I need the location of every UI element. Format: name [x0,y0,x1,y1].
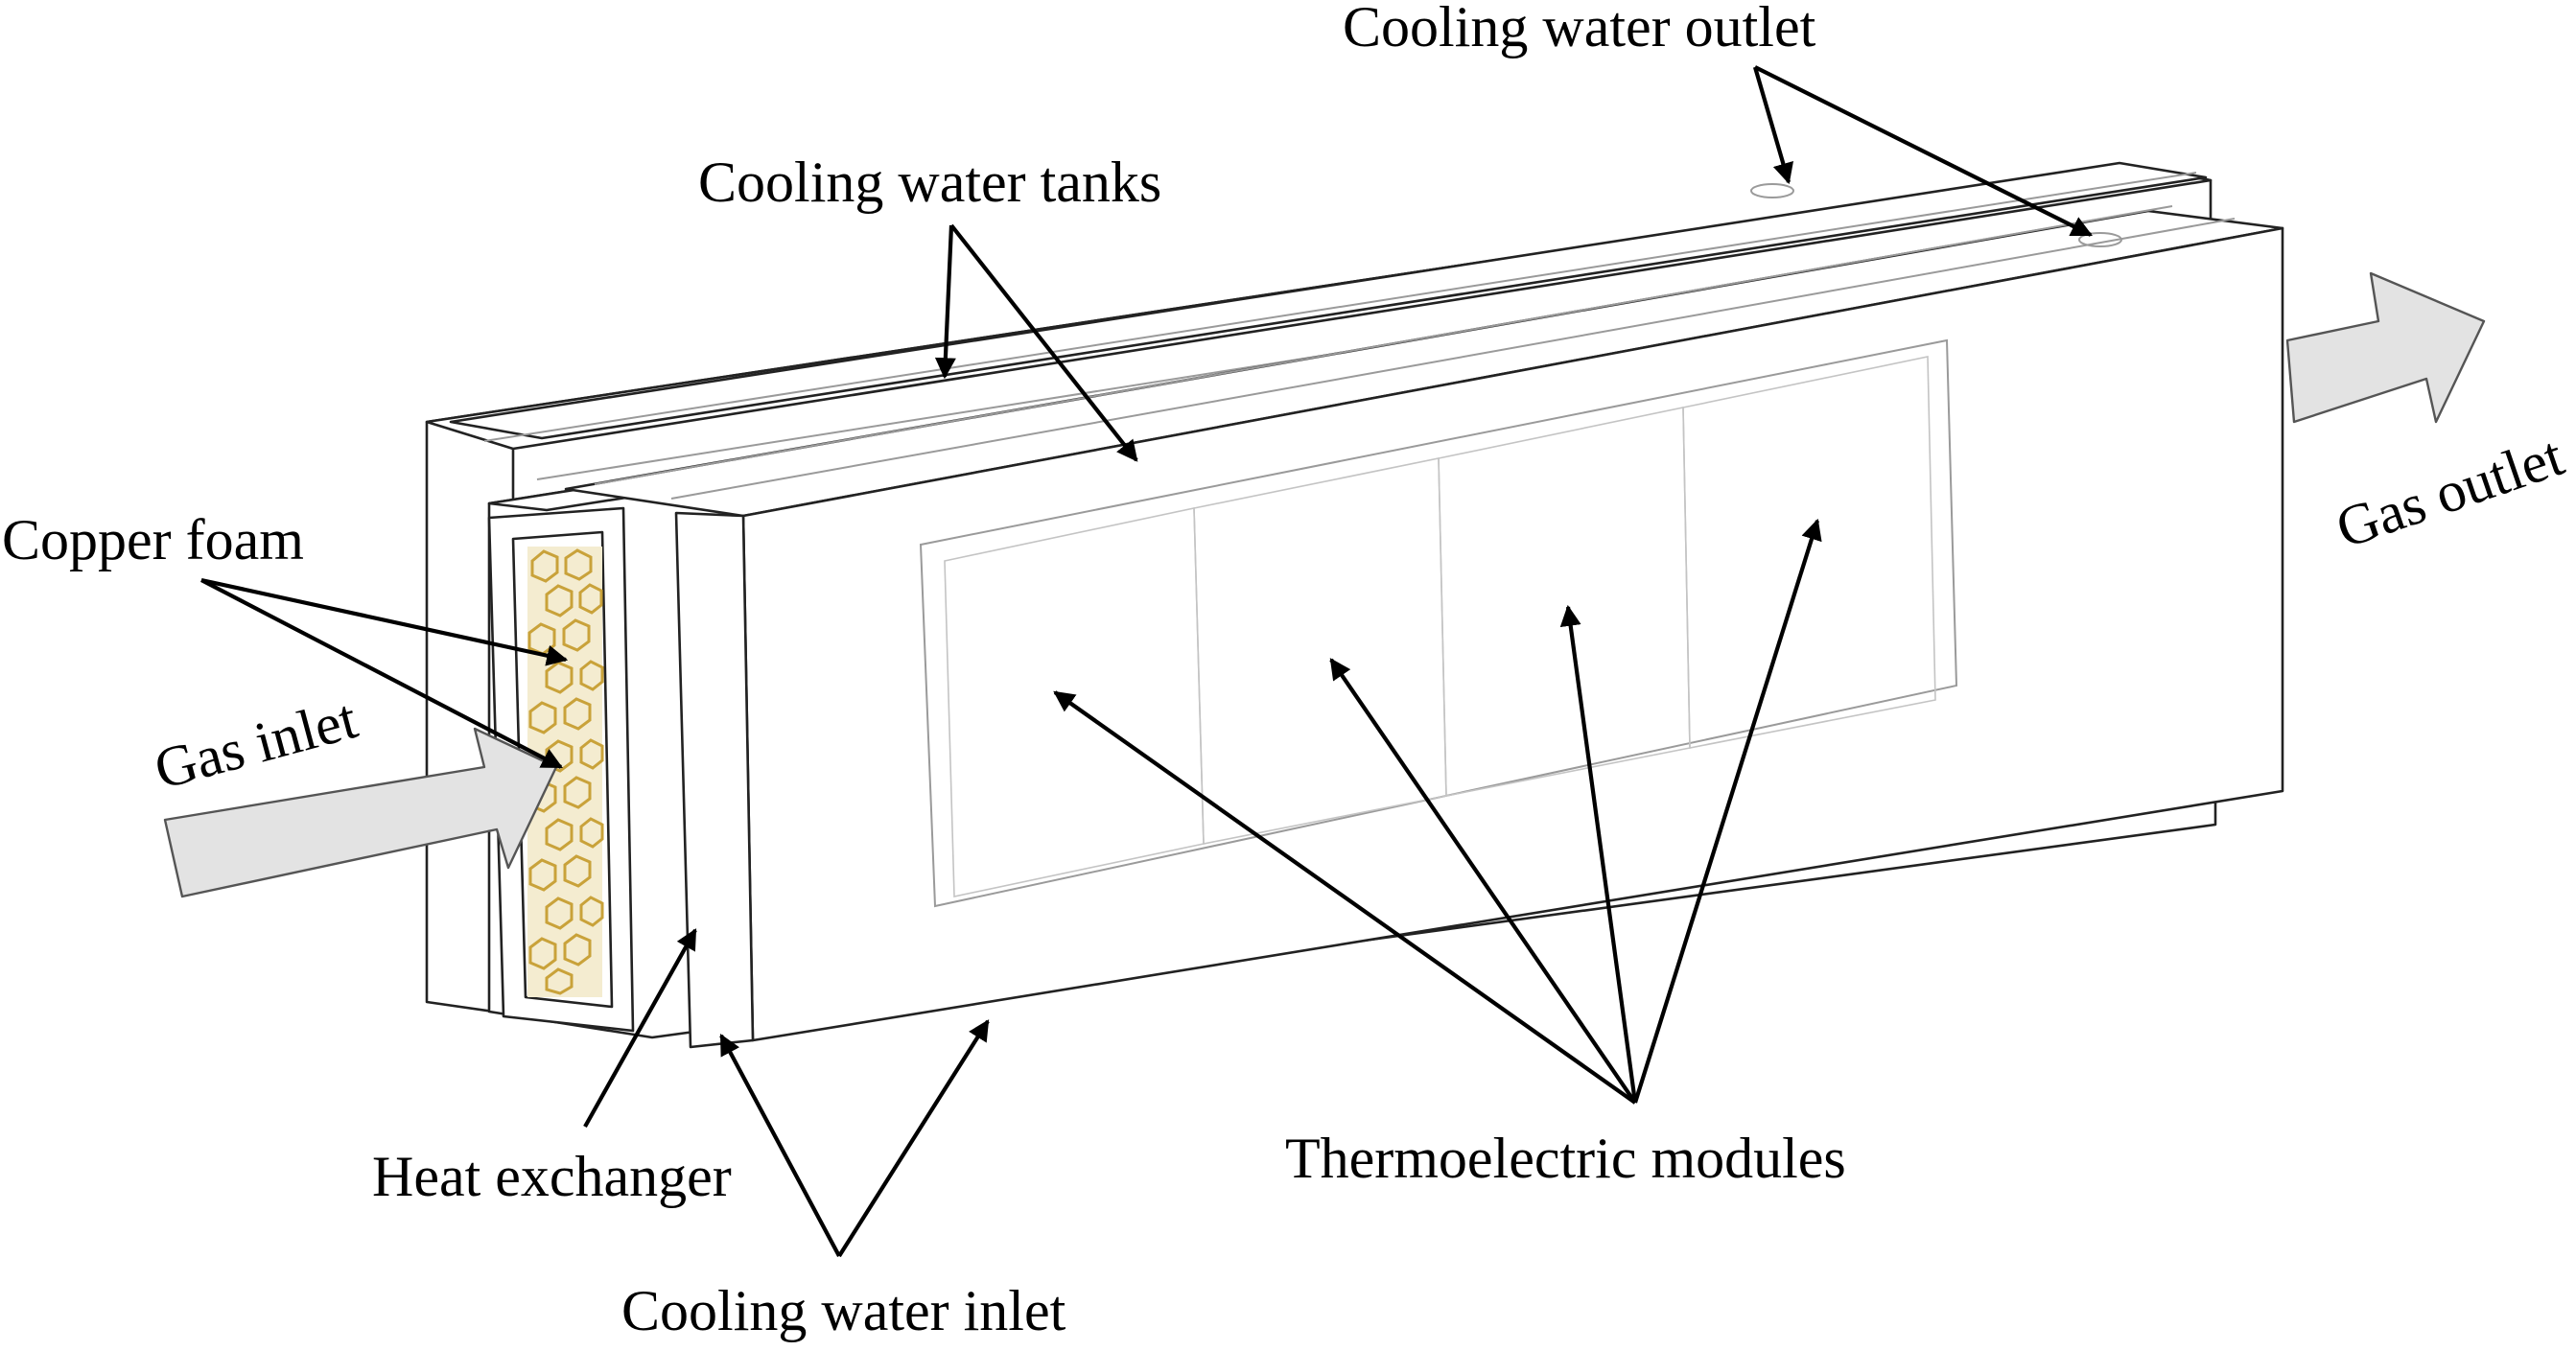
leader-cooling-water-inlet-2 [837,1019,990,1258]
label-heat-exchanger: Heat exchanger [372,1145,732,1208]
label-gas-outlet: Gas outlet [2329,424,2571,560]
upper-tank-band [449,161,2208,442]
label-cooling-water-tanks: Cooling water tanks [698,151,1161,214]
leader-thermoelectric-1 [1053,690,1637,1105]
leader-thermoelectric-3 [1559,604,1638,1104]
leader-copper-foam-1 [200,577,569,666]
leader-heat-exchanger [583,928,697,1129]
gas-inlet-arrow [163,727,558,898]
back-outlet-port [1750,183,1794,198]
leader-cooling-water-outlet-1 [1752,66,1794,185]
copper-foam [527,547,604,997]
label-gas-inlet: Gas inlet [148,687,363,801]
label-cooling-water-outlet: Cooling water outlet [1343,0,1816,58]
front-outlet-port [2078,232,2122,247]
label-thermoelectric-modules: Thermoelectric modules [1285,1127,1846,1190]
front-cooling-water-tank [564,205,2284,1049]
leader-thermoelectric-4 [1632,518,1822,1104]
leader-cooling-water-outlet-2 [1754,65,2093,237]
label-cooling-water-inlet: Cooling water inlet [621,1279,1066,1342]
leader-cooling-water-tanks-2 [949,223,1138,462]
leader-copper-foam-2 [200,578,563,769]
leader-cooling-water-tanks-1 [934,224,956,380]
leader-lines [200,65,2093,1258]
leader-thermoelectric-2 [1329,658,1637,1105]
thermoelectric-module-panels [919,338,1958,908]
leader-cooling-water-inlet-1 [719,1034,841,1257]
label-copper-foam: Copper foam [2,508,304,571]
gas-outlet-arrow [2285,271,2486,424]
